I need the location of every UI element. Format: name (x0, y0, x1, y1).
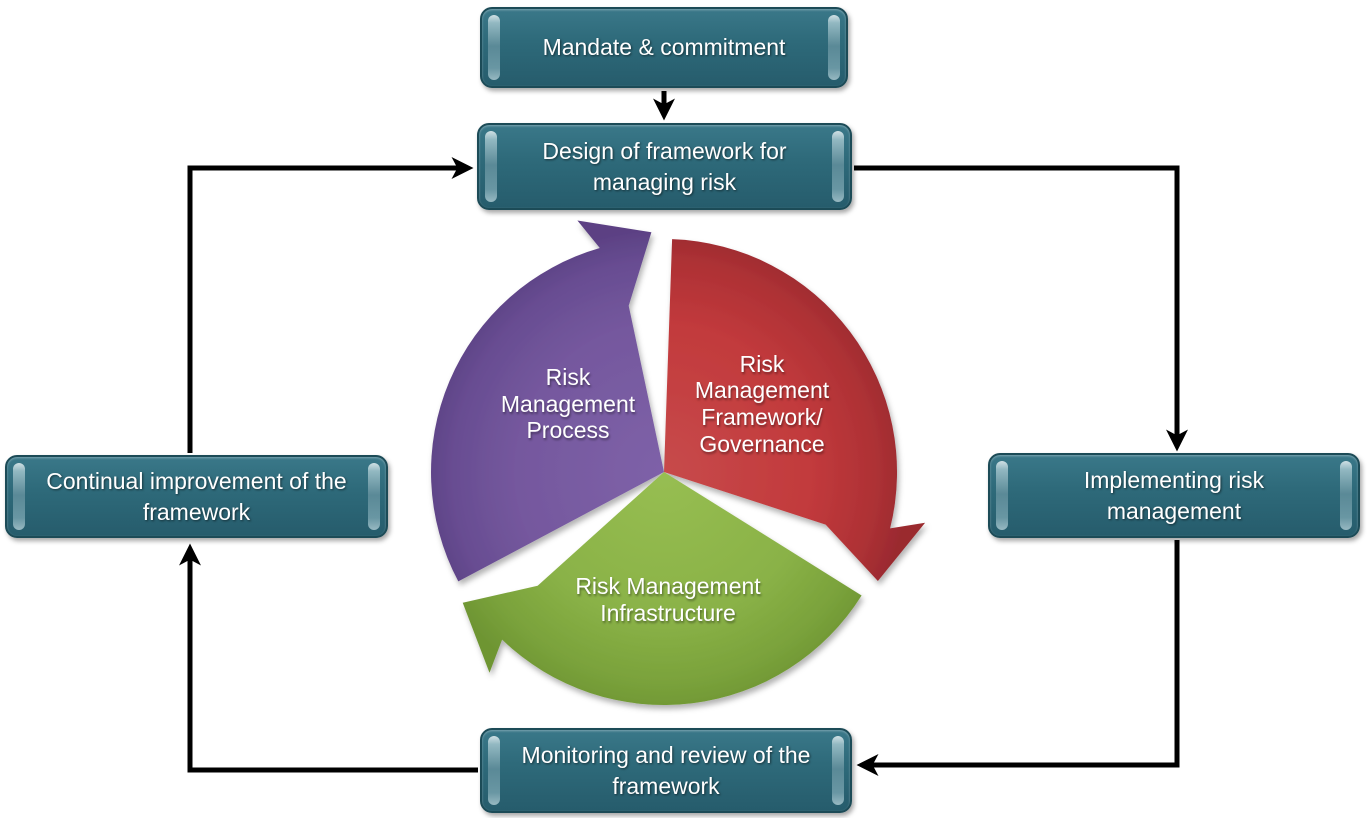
cycle-pie (431, 220, 926, 705)
node-continual-improvement: Continual improvement of the framework (5, 455, 388, 538)
connectors (178, 91, 1189, 777)
node-monitoring-review-label: Monitoring and review of the framework (521, 742, 811, 799)
node-implementing-risk-management: Implementing risk management (988, 453, 1360, 538)
connector-implementing-to-monitoring (856, 540, 1180, 777)
connector-monitoring-to-continual (178, 543, 478, 773)
node-mandate-commitment-label: Mandate & commitment (542, 34, 786, 61)
connector-continual-to-design (187, 156, 474, 453)
node-mandate-commitment: Mandate & commitment (480, 7, 848, 88)
node-continual-improvement-label: Continual improvement of the framework (46, 468, 347, 525)
framework-wedge-label: Risk Management Framework/ Governance (694, 350, 830, 457)
node-design-framework: Design of framework for managing risk (477, 123, 852, 210)
node-design-framework-label: Design of framework for managing risk (542, 138, 787, 195)
node-implementing-risk-management-label: Implementing risk management (1083, 467, 1265, 524)
node-monitoring-review: Monitoring and review of the framework (480, 728, 852, 813)
process-wedge (431, 220, 664, 582)
infrastructure-wedge (462, 472, 862, 705)
connector-design-to-implementing (854, 165, 1189, 452)
process-wedge-label: Risk Management Process (500, 363, 636, 444)
infrastructure-wedge-label: Risk Management Infrastructure (575, 573, 761, 626)
framework-wedge (664, 239, 926, 581)
